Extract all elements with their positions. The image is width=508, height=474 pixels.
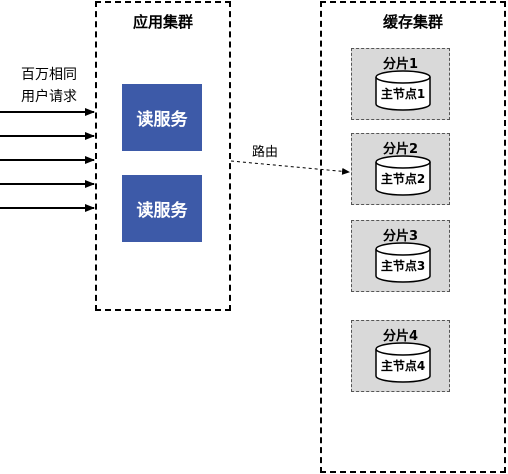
node-label: 主节点1 — [380, 87, 426, 101]
cache-cluster-title: 缓存集群 — [382, 13, 443, 31]
cylinder-icon — [375, 242, 431, 283]
app-cluster-title: 应用集群 — [132, 13, 193, 31]
cylinder-icon — [375, 70, 431, 111]
cylinder-icon — [375, 342, 431, 383]
shard-label: 分片3 — [382, 229, 419, 244]
master-node-2: 主节点2 — [375, 155, 431, 197]
app-cluster: 应用集群 — [95, 1, 231, 311]
read-service-2: 读服务 — [122, 175, 202, 242]
read-service-1: 读服务 — [122, 84, 202, 151]
shard-2: 分片2 主节点2 — [351, 133, 450, 205]
shard-1: 分片1 主节点1 — [351, 48, 450, 120]
shard-3: 分片3 主节点3 — [351, 220, 450, 292]
node-label: 主节点3 — [380, 259, 426, 273]
route-label: 路由 — [252, 145, 279, 160]
request-label-line2: 用户请求 — [21, 89, 77, 105]
node-label: 主节点2 — [380, 172, 426, 186]
shard-label: 分片2 — [382, 142, 419, 157]
master-node-3: 主节点3 — [375, 242, 431, 284]
master-node-1: 主节点1 — [375, 70, 431, 112]
shard-4: 分片4 主节点4 — [351, 320, 450, 392]
request-label-line1: 百万相同 — [21, 67, 77, 83]
route-arrow — [230, 160, 350, 175]
shard-label: 分片1 — [382, 57, 419, 72]
cylinder-icon — [375, 155, 431, 196]
node-label: 主节点4 — [380, 359, 426, 373]
shard-label: 分片4 — [382, 329, 419, 344]
master-node-4: 主节点4 — [375, 342, 431, 384]
